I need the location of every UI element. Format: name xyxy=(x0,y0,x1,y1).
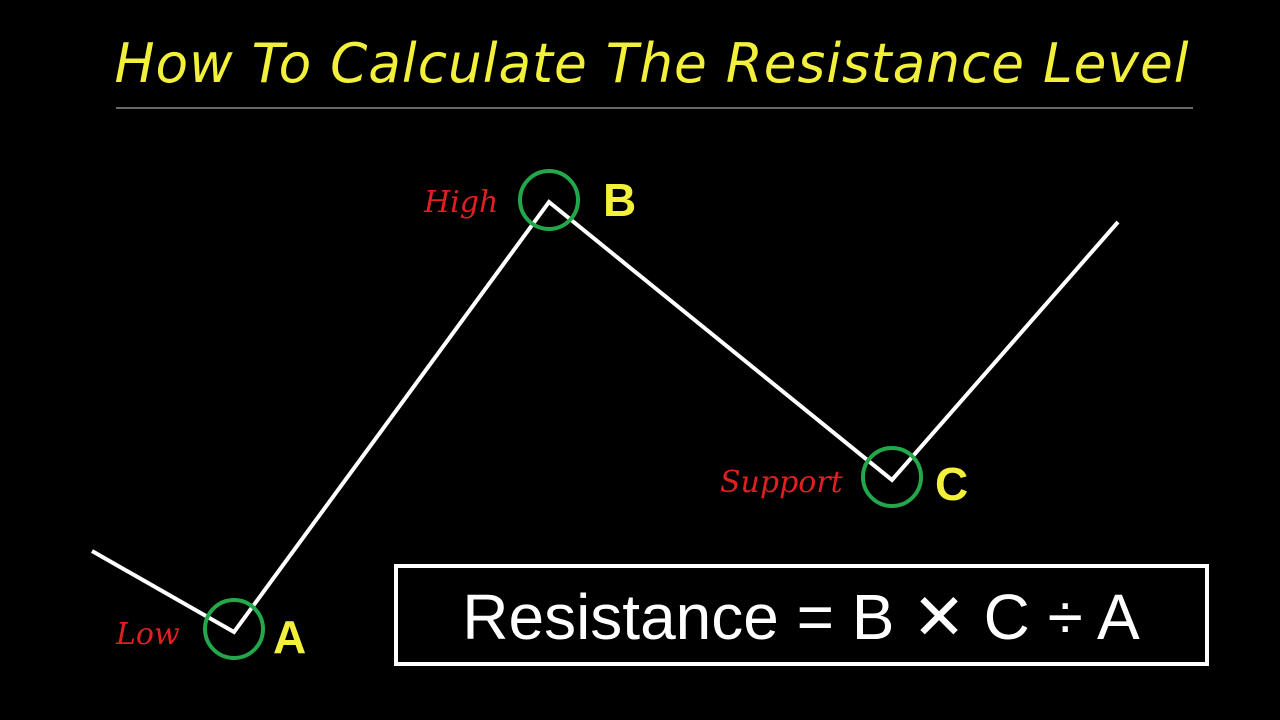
point-b-label: High xyxy=(423,185,498,220)
point-c-letter: C xyxy=(935,458,968,510)
page-title: How To Calculate The Resistance Level xyxy=(115,32,1190,95)
point-b-letter: B xyxy=(603,174,636,226)
point-a-letter: A xyxy=(273,611,306,663)
formula-box xyxy=(394,564,1209,666)
point-c-circle xyxy=(861,446,923,508)
point-b-circle xyxy=(518,169,580,231)
formula-text: Resistance = B ✕ C ÷ A xyxy=(462,581,1140,653)
point-a-label: Low xyxy=(115,617,180,652)
point-c-label: Support xyxy=(720,465,844,500)
point-a-circle xyxy=(203,598,265,660)
price-path-line xyxy=(91,199,1120,635)
